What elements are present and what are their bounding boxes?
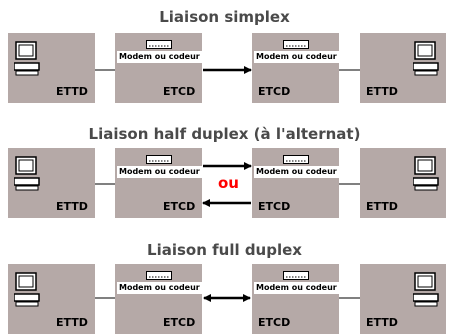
modem-icon xyxy=(146,271,172,280)
modem-label: Modem ou codeur xyxy=(254,282,339,294)
ettd-label: ETTD xyxy=(56,85,88,98)
computer-icon xyxy=(14,156,40,191)
modem-label: Modem ou codeur xyxy=(117,51,202,63)
modem-icon xyxy=(146,40,172,49)
modem-icon xyxy=(283,271,309,280)
etcd-label: ETCD xyxy=(258,316,291,329)
etcd-label: ETCD xyxy=(163,316,196,329)
modem-label: Modem ou codeur xyxy=(254,166,339,178)
ettd-label: ETTD xyxy=(366,200,398,213)
computer-icon xyxy=(413,272,439,307)
diagram-title: Liaison full duplex xyxy=(147,241,302,259)
etcd-label: ETCD xyxy=(163,200,196,213)
modem-icon xyxy=(283,40,309,49)
ettd-right-box: ETTD xyxy=(360,33,446,103)
diagram-title: Liaison simplex xyxy=(159,8,290,26)
etcd-right-box: Modem ou codeur ETCD xyxy=(252,33,339,103)
etcd-left-box: Modem ou codeur ETCD xyxy=(115,148,202,218)
ettd-left-box: ETTD xyxy=(8,264,95,334)
ettd-right-box: ETTD xyxy=(360,148,446,218)
ettd-right-box: ETTD xyxy=(360,264,446,334)
ettd-label: ETTD xyxy=(366,316,398,329)
or-label: ou xyxy=(218,174,239,192)
modem-label: Modem ou codeur xyxy=(254,51,339,63)
computer-icon xyxy=(413,41,439,76)
etcd-label: ETCD xyxy=(258,85,291,98)
ettd-left-box: ETTD xyxy=(8,148,95,218)
ettd-label: ETTD xyxy=(56,200,88,213)
computer-icon xyxy=(14,41,40,76)
ettd-label: ETTD xyxy=(56,316,88,329)
modem-icon xyxy=(146,155,172,164)
computer-icon xyxy=(413,156,439,191)
etcd-right-box: Modem ou codeur ETCD xyxy=(252,264,339,334)
etcd-label: ETCD xyxy=(163,85,196,98)
modem-label: Modem ou codeur xyxy=(117,166,202,178)
etcd-right-box: Modem ou codeur ETCD xyxy=(252,148,339,218)
ettd-left-box: ETTD xyxy=(8,33,95,103)
etcd-label: ETCD xyxy=(258,200,291,213)
modem-label: Modem ou codeur xyxy=(117,282,202,294)
modem-icon xyxy=(283,155,309,164)
ettd-label: ETTD xyxy=(366,85,398,98)
etcd-left-box: Modem ou codeur ETCD xyxy=(115,264,202,334)
diagram-title: Liaison half duplex (à l'alternat) xyxy=(88,125,361,143)
etcd-left-box: Modem ou codeur ETCD xyxy=(115,33,202,103)
computer-icon xyxy=(14,272,40,307)
